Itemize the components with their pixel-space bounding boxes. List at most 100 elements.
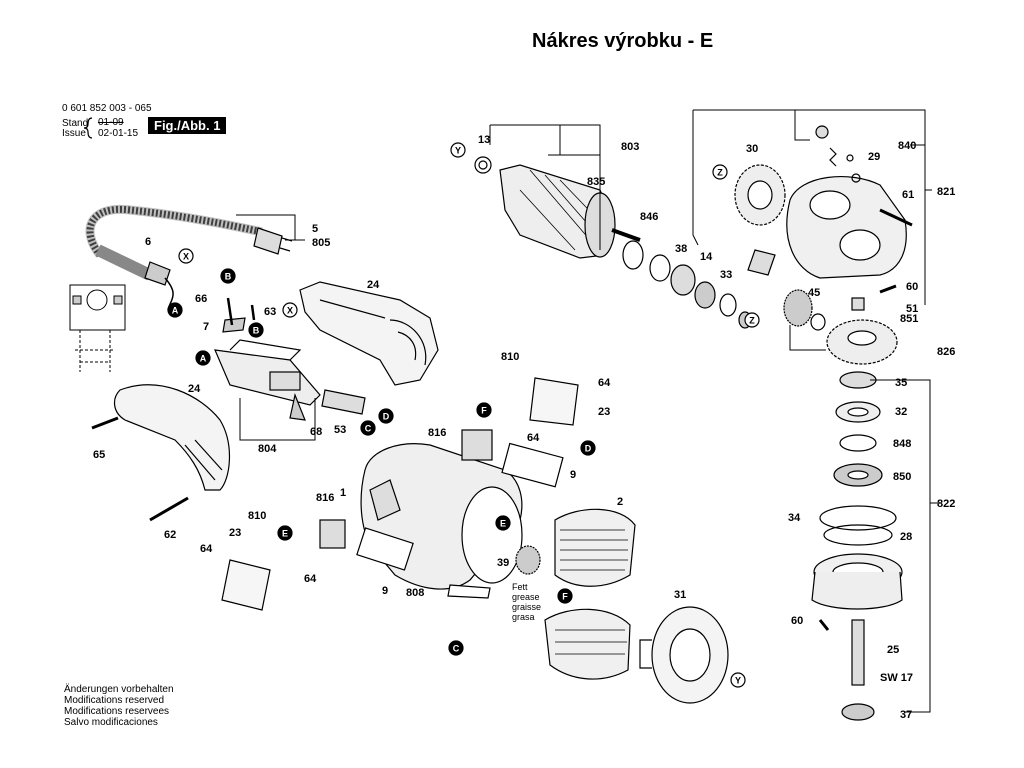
power-cord (85, 204, 293, 311)
svg-text:A: A (172, 306, 179, 316)
connector-y: Y (730, 672, 746, 688)
connector-f: F (476, 402, 492, 418)
connector-x: X (282, 302, 298, 318)
grease-line: grease (512, 592, 540, 602)
part-label: 32 (895, 406, 907, 418)
part-label: 51 (906, 303, 918, 315)
part-label: 23 (598, 406, 610, 418)
grease-line: Fett (512, 582, 528, 592)
svg-text:E: E (500, 519, 506, 529)
part-label: 33 (720, 269, 732, 281)
part-label: 810 (501, 351, 519, 363)
part-label: 60 (791, 615, 803, 627)
svg-text:E: E (282, 529, 288, 539)
part-label: 14 (700, 251, 713, 263)
note-line: Modifications reserved (64, 695, 165, 706)
handle-top (299, 281, 439, 386)
grease-note: Fett grease graisse grasa (512, 582, 541, 622)
part-label: 816 (428, 427, 446, 439)
part-label: 64 (527, 432, 540, 444)
part-label: 840 (898, 140, 916, 152)
svg-text:C: C (365, 424, 372, 434)
part-label: 29 (868, 151, 880, 163)
part-label: 53 (334, 424, 346, 436)
part-label: 34 (788, 512, 801, 524)
part-label: 39 (497, 557, 509, 569)
part-label: 1 (340, 487, 346, 499)
part-label: 822 (937, 498, 955, 510)
part-label: 68 (310, 426, 322, 438)
svg-text:C: C (453, 644, 460, 654)
part-label: 6 (145, 236, 151, 248)
part-label: 805 (312, 237, 330, 249)
part-label: 64 (200, 543, 213, 555)
part-label: 826 (937, 346, 955, 358)
part-label: 808 (406, 587, 424, 599)
part-number: 0 601 852 003 - 065 (62, 103, 152, 114)
fan-gear (515, 545, 541, 575)
part-label: 30 (746, 143, 758, 155)
svg-text:X: X (287, 306, 293, 316)
note-line: Änderungen vorbehalten (64, 684, 174, 695)
part-label: 7 (203, 321, 209, 333)
svg-text:Z: Z (749, 316, 755, 326)
part-label: 810 (248, 510, 266, 522)
note-line: Salvo modificaciones (64, 717, 158, 728)
connector-x: X (178, 248, 194, 264)
connector-d: D (378, 408, 394, 424)
part-label: 848 (893, 438, 911, 450)
svg-text:B: B (225, 272, 232, 282)
part-label: 9 (382, 585, 388, 597)
svg-text:Z: Z (717, 168, 723, 178)
part-label: 28 (900, 531, 912, 543)
figure-label: Fig./Abb. 1 (148, 117, 227, 134)
part-label: 24 (367, 279, 380, 291)
issue-value: 02-01-15 (98, 128, 139, 139)
connector-a: A (167, 302, 183, 318)
part-label: 38 (675, 243, 687, 255)
connector-e: E (495, 515, 511, 531)
part-label: 64 (304, 573, 317, 585)
part-label: SW 17 (880, 672, 913, 684)
part-label: 816 (316, 492, 334, 504)
svg-text:D: D (383, 412, 390, 422)
page-title: Nákres výrobku - E (532, 30, 714, 52)
motor-housing (356, 442, 564, 599)
bearing-flange (639, 606, 729, 704)
part-label: 65 (93, 449, 105, 461)
connector-y: Y (450, 142, 466, 158)
stator (544, 508, 636, 680)
connector-b: B (248, 322, 264, 338)
connector-z: Z (712, 164, 728, 180)
brace (83, 117, 93, 139)
svg-text:Y: Y (735, 676, 741, 686)
part-label: 37 (900, 709, 912, 721)
part-label: 23 (229, 527, 241, 539)
switch-assembly (214, 297, 366, 421)
part-label: 45 (808, 287, 820, 299)
part-label: 24 (188, 383, 201, 395)
issue-label: Issue (62, 128, 86, 139)
stand-label: Stand (62, 118, 89, 129)
part-label: 60 (906, 281, 918, 293)
part-label: 2 (617, 496, 623, 508)
wiring-schematic (69, 284, 126, 372)
part-label: 9 (570, 469, 576, 481)
part-label: 63 (264, 306, 276, 318)
armature (474, 156, 641, 259)
part-label: 846 (640, 211, 658, 223)
part-label: 851 (900, 313, 918, 325)
part-label: 35 (895, 377, 907, 389)
svg-text:F: F (481, 406, 487, 416)
grease-line: graisse (512, 602, 541, 612)
part-label: 804 (258, 443, 277, 455)
part-label: 850 (893, 471, 911, 483)
part-label: 66 (195, 293, 207, 305)
connector-a: A (195, 350, 211, 366)
modification-notes: Änderungen vorbehalten Modifications res… (64, 684, 174, 728)
svg-text:A: A (200, 354, 207, 364)
spindle-bearing-stack (811, 371, 903, 721)
part-label: 821 (937, 186, 955, 198)
